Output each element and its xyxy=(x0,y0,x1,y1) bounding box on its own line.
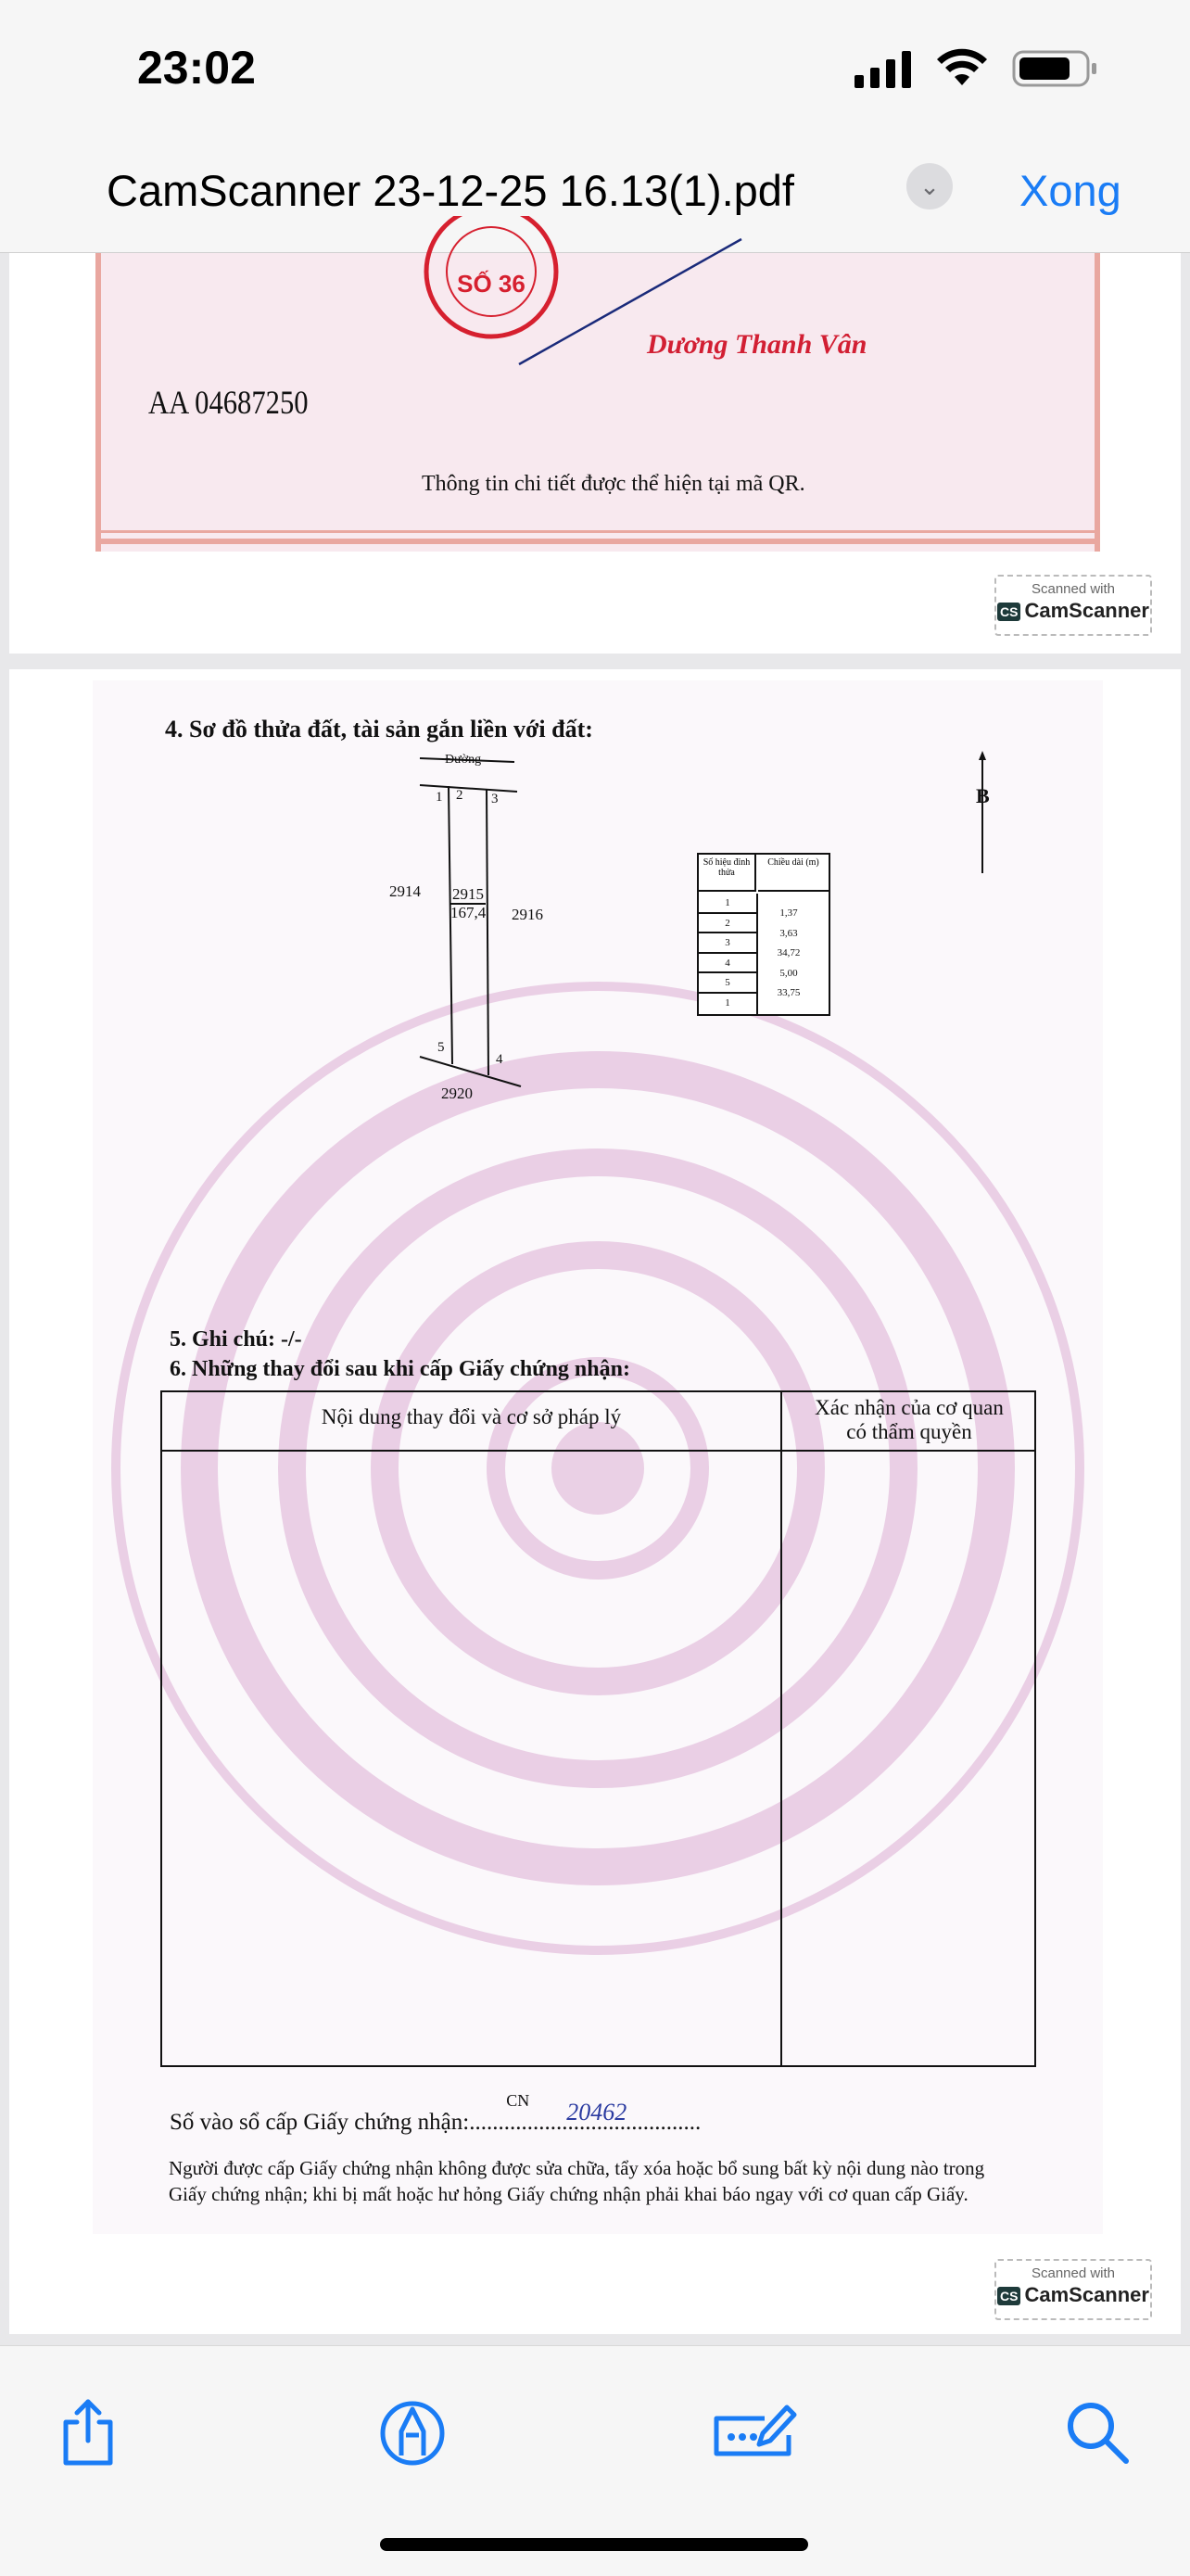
battery-icon xyxy=(1012,50,1096,87)
length-cell: 3,63 xyxy=(779,927,798,939)
length-cell: 34,72 xyxy=(777,947,801,959)
pdf-page-1: SỐ 36 Dương Thanh Vân AA 04687250 Thông … xyxy=(9,216,1181,654)
changes-table: Nội dung thay đổi và cơ sở pháp lý Xác n… xyxy=(160,1390,1036,2067)
neighbor-bottom: 2920 xyxy=(441,1085,473,1102)
vertex-cell: 1 xyxy=(699,894,756,914)
vertex-cell: 5 xyxy=(699,973,756,994)
length-column: 1,37 3,63 34,72 5,00 33,75 xyxy=(758,894,829,1014)
vertex-3: 3 xyxy=(491,792,499,806)
done-button[interactable]: Xong xyxy=(1019,166,1121,215)
wifi-icon xyxy=(937,48,987,85)
stamp-number: SỐ 36 xyxy=(457,270,525,298)
navigation-bar: CamScanner 23-12-25 16.13(1).pdf ⌄ Xong xyxy=(0,130,1190,253)
chevron-down-icon[interactable]: ⌄ xyxy=(906,163,953,209)
header-length: Chiều dài (m) xyxy=(758,855,829,892)
header-vertex: Số hiệu đỉnh thửa xyxy=(699,855,756,892)
watermark-line1: Scanned with xyxy=(1031,581,1116,597)
parcel-sketch xyxy=(419,757,522,1087)
camscanner-logo-icon: CS xyxy=(997,603,1021,622)
length-cell: 5,00 xyxy=(779,967,798,979)
markup-icon[interactable] xyxy=(375,2394,449,2468)
drum-watermark xyxy=(111,982,1084,1955)
vertex-cell: 1 xyxy=(725,997,730,1009)
share-icon[interactable] xyxy=(51,2394,125,2468)
vertex-4: 4 xyxy=(496,1052,503,1067)
length-cell: 33,75 xyxy=(777,987,801,999)
parcel-edge-right xyxy=(486,788,489,1076)
vertex-cell: 2 xyxy=(699,914,756,934)
section4-heading: 4. Sơ đồ thửa đất, tài sản gắn liền với … xyxy=(165,716,593,742)
north-label: B xyxy=(976,784,990,807)
notice-text: Người được cấp Giấy chứng nhận không đượ… xyxy=(169,2157,985,2205)
neighbor-right: 2916 xyxy=(512,906,543,923)
signature-name: Dương Thanh Vân xyxy=(647,329,867,360)
header-divider xyxy=(162,1450,1034,1452)
road-label: Đường xyxy=(445,753,482,767)
column-divider xyxy=(780,1392,782,2065)
section5-note: 5. Ghi chú: -/- xyxy=(170,1327,302,1351)
header-change-content: Nội dung thay đổi và cơ sở pháp lý xyxy=(321,1405,622,1428)
road-edge-bottom xyxy=(419,784,518,793)
registry-prefix: CN xyxy=(506,2091,530,2110)
parcel-area: 167,4 xyxy=(450,904,487,921)
signature-stroke xyxy=(518,237,742,366)
cellular-signal-icon xyxy=(855,51,911,88)
home-indicator[interactable] xyxy=(380,2538,808,2551)
camscanner-logo-icon: CS xyxy=(997,2287,1021,2306)
qr-note: Thông tin chi tiết được thể hiện tại mã … xyxy=(422,472,805,496)
header-authority: Xác nhận của cơ quan có thẩm quyền xyxy=(815,1396,1004,1443)
road-edge-top xyxy=(419,757,515,763)
registry-number: 20462 xyxy=(566,2099,627,2126)
parcel-edge-left xyxy=(448,785,453,1065)
official-stamp: SỐ 36 xyxy=(424,216,742,366)
border-line xyxy=(101,539,1095,544)
clock: 23:02 xyxy=(137,42,256,94)
status-bar: 23:02 xyxy=(0,0,1190,130)
north-arrow-icon xyxy=(979,751,986,873)
vertex-5: 5 xyxy=(437,1040,445,1055)
neighbor-left: 2914 xyxy=(389,882,421,900)
registry-label: Số vào sổ cấp Giấy chứng nhận: xyxy=(170,2110,470,2135)
parcel-edge-bottom xyxy=(419,1056,522,1087)
vertex-cell: 4 xyxy=(699,954,756,974)
document-title[interactable]: CamScanner 23-12-25 16.13(1).pdf xyxy=(107,166,794,215)
length-cell: 1,37 xyxy=(779,907,798,919)
vertex-2: 2 xyxy=(456,788,463,803)
form-fill-icon[interactable] xyxy=(709,2394,802,2468)
bottom-toolbar xyxy=(0,2345,1190,2576)
border-line xyxy=(101,530,1095,533)
parcel-number: 2915 xyxy=(452,885,484,903)
certificate-background xyxy=(95,253,1100,552)
watermark-line1: Scanned with xyxy=(1031,2265,1116,2281)
registry-line: Số vào sổ cấp Giấy chứng nhận:..........… xyxy=(170,2091,702,2135)
vertex-1: 1 xyxy=(436,790,443,805)
serial-number: AA 04687250 xyxy=(148,384,309,421)
search-icon[interactable] xyxy=(1059,2394,1133,2468)
pdf-page-2: 4. Sơ đồ thửa đất, tài sản gắn liền với … xyxy=(9,669,1181,2334)
vertex-cell: 3 xyxy=(699,933,756,954)
section6-heading: 6. Những thay đổi sau khi cấp Giấy chứng… xyxy=(170,1357,630,1381)
